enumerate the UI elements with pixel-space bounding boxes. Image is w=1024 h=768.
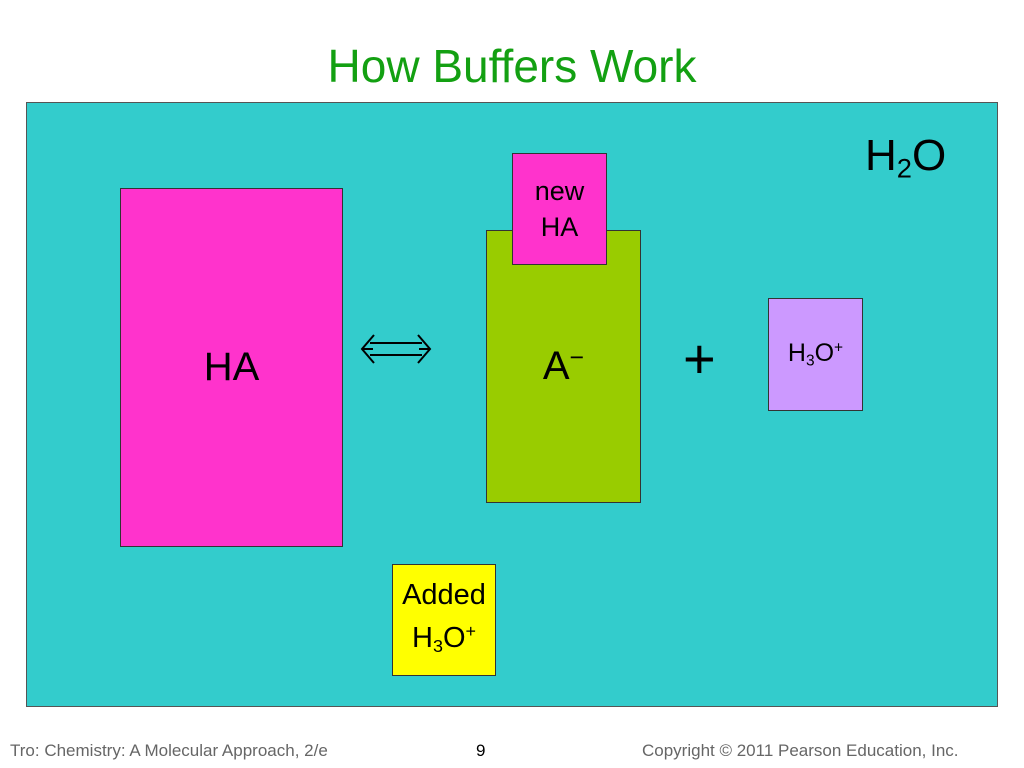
hydronium-box: H3O+: [768, 298, 863, 411]
conjugate-base-box: A−: [486, 230, 641, 503]
water-label: H2O: [865, 131, 947, 184]
new-acid-line1: new: [534, 176, 585, 206]
footer-source: Tro: Chemistry: A Molecular Approach, 2/…: [10, 741, 328, 760]
weak-acid-label: HA: [203, 345, 260, 389]
plus-sign: +: [683, 327, 716, 390]
hydronium-label: H3O+: [787, 338, 844, 370]
added-hydronium-box: Added H3O+: [392, 564, 496, 676]
added-hydronium-label: H3O+: [411, 620, 476, 656]
new-acid-box: new HA: [512, 153, 607, 265]
page-number: 9: [476, 741, 486, 760]
slide-title: How Buffers Work: [327, 40, 697, 92]
double-arrow-icon: [360, 334, 432, 364]
added-label: Added: [402, 578, 486, 611]
new-acid-line2: HA: [540, 212, 579, 242]
weak-acid-box: HA: [120, 188, 343, 547]
conjugate-base-label: A−: [542, 344, 585, 388]
footer-copyright: Copyright © 2011 Pearson Education, Inc.: [642, 741, 959, 760]
solution-box: H2O HA A− new HA + H3O+ Added H3O+: [26, 102, 998, 707]
